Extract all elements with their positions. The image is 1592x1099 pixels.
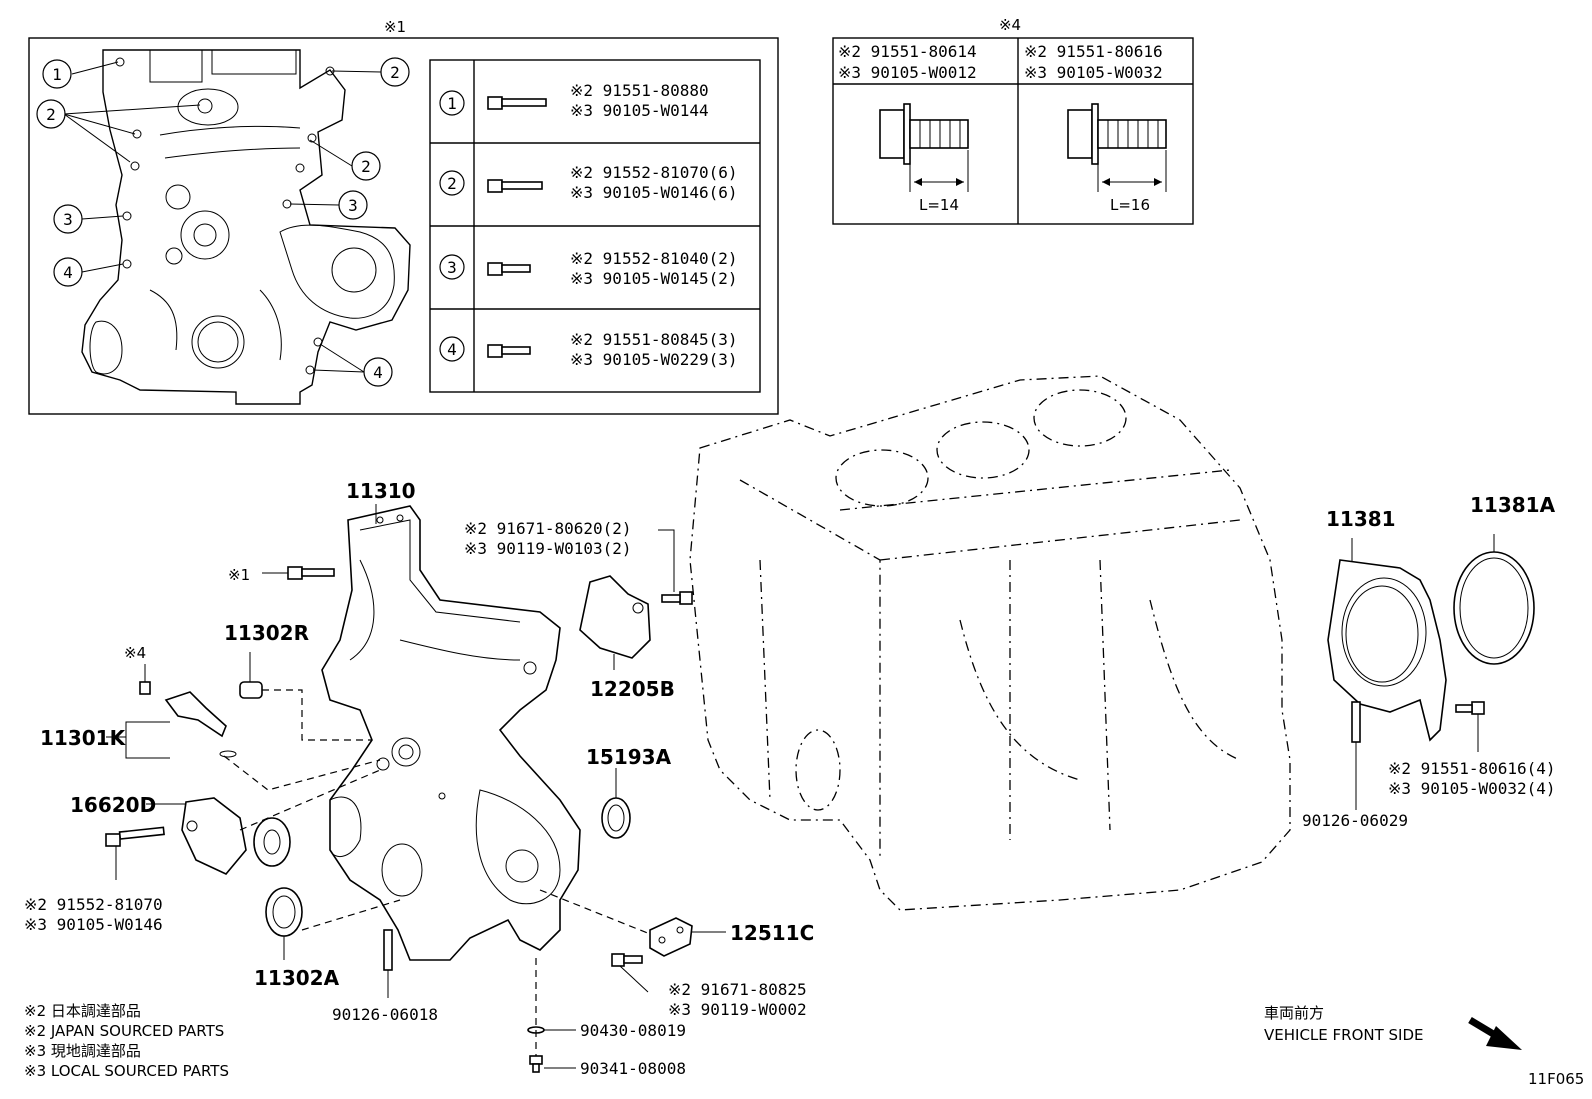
- seal-retainer-11381-drawing: [1327, 559, 1447, 742]
- plug-11302r-drawing: [239, 681, 263, 699]
- part-label-12205b: 12205B: [590, 677, 675, 701]
- table-row-4-num: 4: [447, 340, 457, 359]
- callout-3a: 3: [348, 196, 358, 215]
- note-stud-90126-06018: 90126-06018: [332, 1005, 438, 1024]
- inset-4-right-line2: ※3 90105-W0032: [1024, 63, 1163, 82]
- note-stud-90126-06029: 90126-06029: [1302, 811, 1408, 830]
- inset-4: ※4 ※2 91551-80614 ※3 90105-W0012 ※2 9155…: [832, 16, 1194, 225]
- part-label-16620d: 16620D: [70, 793, 156, 817]
- note-washer-90430: 90430-08019: [580, 1021, 686, 1040]
- chain-tensioner-drawing: [181, 797, 291, 875]
- inset-4-left-length: L=14: [919, 196, 959, 214]
- note-bolt-11381-b: ※3 90105-W0032(4): [1388, 779, 1556, 798]
- cylinder-block-drawing: [689, 375, 1291, 911]
- part-label-11302a: 11302A: [254, 966, 340, 990]
- table-row-1-num: 1: [447, 94, 457, 113]
- inset-leaders: [63, 61, 382, 373]
- oil-seal-11381a-drawing: [1453, 551, 1535, 665]
- callout-1: 1: [52, 65, 62, 84]
- part-label-12511c: 12511C: [730, 921, 814, 945]
- stud-drawing: [1351, 701, 1361, 743]
- part-label-11381: 11381: [1326, 507, 1396, 531]
- legend-line-3: ※3 現地調達部品: [24, 1042, 141, 1060]
- bolt-icon: [661, 591, 693, 605]
- callout-3b: 3: [63, 210, 73, 229]
- flange-bolt-l16-icon: [1067, 103, 1167, 192]
- chain-guide-12205b-drawing: [579, 575, 651, 659]
- crank-position-sensor-drawing: [139, 681, 237, 758]
- bolt-icon: [287, 566, 335, 580]
- bolt-icon-row-4: [487, 344, 531, 358]
- front-label-jp: 車両前方: [1264, 1004, 1324, 1022]
- table-row-2-line2: ※3 90105-W0146(6): [570, 183, 738, 202]
- flange-bolt-l14-icon: [879, 103, 969, 192]
- legend-line-1: ※2 日本調達部品: [24, 1002, 141, 1020]
- table-row-1-line2: ※3 90105-W0144: [570, 101, 709, 120]
- bolt-icon: [1455, 701, 1485, 715]
- inset-4-right-length: L=16: [1110, 196, 1150, 214]
- assembly-dashed-lines: [223, 689, 651, 1056]
- bolt-icon-row-3: [487, 262, 531, 276]
- note-plug-90341: 90341-08008: [580, 1059, 686, 1078]
- inset-4-left-line2: ※3 90105-W0012: [838, 63, 977, 82]
- table-row-1-line1: ※2 91551-80880: [570, 81, 709, 100]
- part-label-11310: 11310: [346, 479, 416, 503]
- table-row-3-line2: ※3 90105-W0145(2): [570, 269, 738, 288]
- note-bolt-16620d-b: ※3 90105-W0146: [24, 915, 163, 934]
- inset-1-frame: [28, 37, 779, 415]
- inset-1-mark: ※1: [384, 18, 406, 36]
- table-row-2-num: 2: [447, 174, 457, 193]
- drain-plug-drawing: [529, 1055, 543, 1073]
- inset-4-left-line1: ※2 91551-80614: [838, 42, 977, 61]
- inset-cover-drawing: [81, 49, 411, 405]
- cover-plate-12511c-drawing: [649, 917, 693, 957]
- bolt-icon: [105, 826, 165, 847]
- stud-drawing: [383, 929, 393, 971]
- inset-4-right-line1: ※2 91551-80616: [1024, 42, 1163, 61]
- part-label-11301k: 11301K: [40, 726, 127, 750]
- front-direction-arrow-icon: [1468, 1016, 1522, 1050]
- oil-seal-15193a-drawing: [601, 797, 631, 839]
- callout-2c: 2: [361, 157, 371, 176]
- oil-seal-11302a-drawing: [265, 887, 303, 937]
- note-bolt-12511c-a: ※2 91671-80825: [668, 980, 807, 999]
- table-row-3-line1: ※2 91552-81040(2): [570, 249, 738, 268]
- bolt-icon-row-1: [487, 96, 547, 110]
- note-bolt-16620d-a: ※2 91552-81070: [24, 895, 163, 914]
- table-row-3-num: 3: [447, 258, 457, 277]
- mark-1-label: ※1: [228, 566, 250, 584]
- callout-2b: 2: [390, 63, 400, 82]
- note-bolt-12205b-a: ※2 91671-80620(2): [464, 519, 632, 538]
- note-bolt-12511c-b: ※3 90119-W0002: [668, 1000, 807, 1019]
- part-label-11302r: 11302R: [224, 621, 309, 645]
- note-bolt-12205b-b: ※3 90119-W0103(2): [464, 539, 632, 558]
- inset-bolt-table: 1 2 3 4 ※2 91551-80880 ※3 90105-W0144 ※2…: [429, 59, 761, 393]
- part-label-11381a: 11381A: [1470, 493, 1556, 517]
- mark-4-label: ※4: [124, 644, 146, 662]
- front-label-en: VEHICLE FRONT SIDE: [1264, 1026, 1424, 1044]
- inset-1: ※1: [28, 18, 779, 415]
- table-row-4-line2: ※3 90105-W0229(3): [570, 350, 738, 369]
- note-bolt-11381-a: ※2 91551-80616(4): [1388, 759, 1556, 778]
- callout-4a: 4: [63, 263, 73, 282]
- bolt-icon: [611, 953, 643, 967]
- inset-callouts: 1 2 2 2 3 3 4 4: [36, 57, 410, 387]
- timing-chain-cover-drawing: [321, 505, 581, 961]
- figure-code: 11F065: [1528, 1070, 1584, 1088]
- legend-line-2: ※2 JAPAN SOURCED PARTS: [24, 1022, 224, 1040]
- inset-4-mark: ※4: [999, 16, 1021, 34]
- bolt-icon-row-2: [487, 179, 543, 193]
- table-row-4-line1: ※2 91551-80845(3): [570, 330, 738, 349]
- table-row-2-line1: ※2 91552-81070(6): [570, 163, 738, 182]
- legend-line-4: ※3 LOCAL SOURCED PARTS: [24, 1062, 229, 1080]
- callout-2a: 2: [46, 105, 56, 124]
- callout-4b: 4: [373, 363, 383, 382]
- part-label-15193a: 15193A: [586, 745, 672, 769]
